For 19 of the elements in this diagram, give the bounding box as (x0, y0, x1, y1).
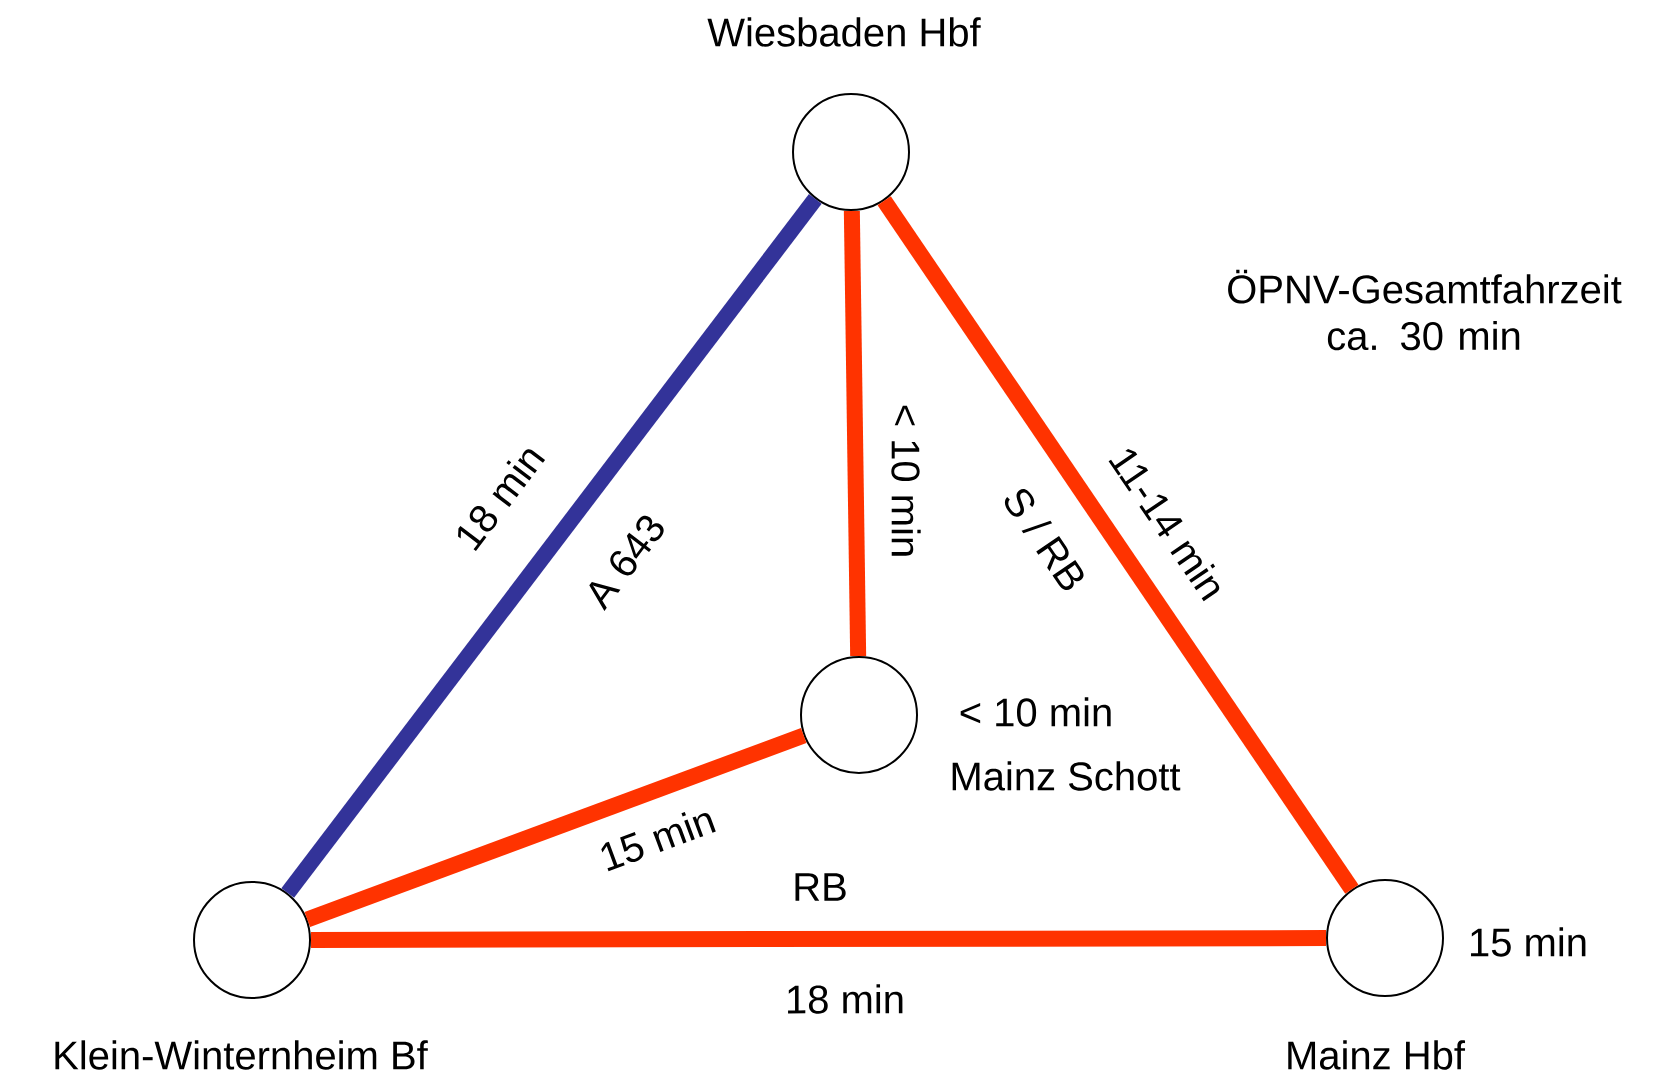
travel-time: < 10 min (890, 402, 923, 560)
station-name: Mainz Hbf (1288, 1040, 1465, 1070)
line-name: S / RB (1004, 489, 1084, 591)
travel-time: 15 min (593, 801, 721, 875)
note-text: ÖPNV-Gesamtfahrzeit ca. 30 min (1228, 269, 1622, 351)
station-name: Mainz Schott (952, 761, 1181, 791)
route-line (877, 196, 1359, 894)
station-name: Wiesbaden Hbf (707, 17, 981, 47)
travel-time: 18 min (783, 982, 907, 1016)
route-line (843, 210, 867, 657)
station-name: Klein-Winternheim Bf (55, 1040, 428, 1070)
travel-time: 18 min (449, 438, 549, 556)
route-line (311, 930, 1327, 948)
route-line (281, 194, 822, 898)
transfer-time: < 10 min (960, 697, 1111, 727)
route-line (304, 728, 807, 927)
transfer-time: 15 min (1471, 927, 1586, 957)
line-name: A 643 (589, 515, 664, 611)
line-name: RB (795, 873, 846, 901)
